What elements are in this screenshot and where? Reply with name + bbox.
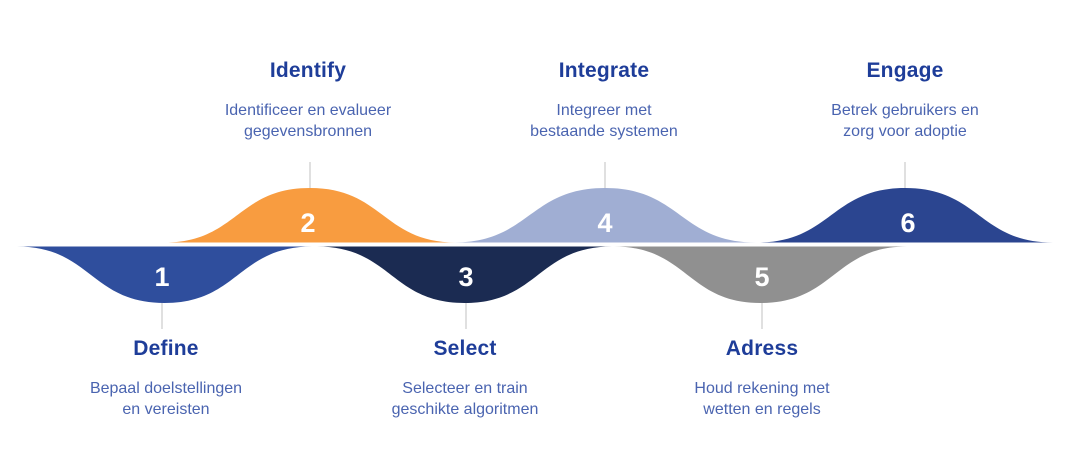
step-desc-line: Selecteer en train [402, 380, 528, 397]
step-desc-line: gegevensbronnen [243, 123, 373, 140]
step-desc: Identificeer en evalueer gegevensbronnen [178, 100, 438, 142]
step-number-5: 5 [754, 262, 770, 292]
wave-hump-integrate [454, 188, 756, 243]
step-label-identify: Identify Identificeer en evalueer gegeve… [178, 58, 438, 142]
step-number-2: 2 [300, 208, 316, 238]
wave-hump-identify [164, 188, 456, 243]
step-number-3: 3 [458, 262, 474, 292]
step-desc-line: wetten en regels [703, 401, 821, 418]
step-heading: Select [433, 337, 497, 360]
step-number-6: 6 [900, 208, 916, 238]
step-heading: Engage [866, 59, 944, 82]
step-heading: Define [133, 337, 199, 360]
step-desc: Betrek gebruikers en zorg voor adoptie [775, 100, 1035, 142]
step-label-select: Select Selecteer en train geschikte algo… [335, 336, 595, 420]
step-number-1: 1 [154, 262, 170, 292]
wave-hump-engage [757, 188, 1053, 243]
wave-hump-define [17, 246, 312, 303]
step-desc: Bepaal doelstellingen en vereisten [36, 378, 296, 420]
wave-hump-adress [614, 246, 907, 303]
step-heading: Adress [725, 337, 799, 360]
step-desc-line: Betrek gebruikers en [831, 102, 979, 119]
step-desc-line: Bepaal doelstellingen [89, 380, 243, 397]
step-desc: Integreer met bestaande systemen [474, 100, 734, 142]
step-heading: Identify [269, 59, 347, 82]
step-desc-line: zorg voor adoptie [843, 123, 967, 140]
step-label-engage: Engage Betrek gebruikers en zorg voor ad… [775, 58, 1035, 142]
step-desc-line: Integreer met [556, 102, 652, 119]
step-desc: Houd rekening met wetten en regels [632, 378, 892, 420]
step-desc-line: en vereisten [122, 401, 210, 418]
step-label-adress: Adress Houd rekening met wetten en regel… [632, 336, 892, 420]
step-desc-line: geschikte algoritmen [391, 401, 539, 418]
step-label-integrate: Integrate Integreer met bestaande system… [474, 58, 734, 142]
wave-hump-select [317, 246, 612, 303]
step-heading: Integrate [558, 59, 650, 82]
step-desc-line: Identificeer en evalueer [224, 102, 392, 119]
step-label-define: Define Bepaal doelstellingen en vereiste… [36, 336, 296, 420]
step-desc: Selecteer en train geschikte algoritmen [335, 378, 595, 420]
step-desc-line: Houd rekening met [694, 380, 830, 397]
step-number-4: 4 [597, 208, 613, 238]
step-desc-line: bestaande systemen [530, 123, 678, 140]
